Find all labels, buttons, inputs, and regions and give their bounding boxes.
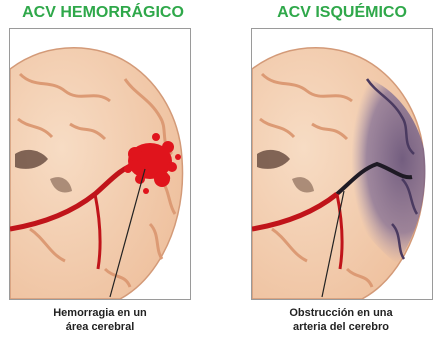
obstruction-caption-line2: arteria del cerebro <box>251 320 431 334</box>
ischemic-brain-panel <box>251 28 433 300</box>
ischemic-stroke-title: ACV ISQUÉMICO <box>246 4 438 22</box>
ischemic-brain-illustration <box>252 29 432 299</box>
hemorrhagic-brain-illustration <box>10 29 190 299</box>
hemorrhagic-stroke-title: ACV HEMORRÁGICO <box>0 4 206 22</box>
hemorrhage-caption-line2: área cerebral <box>10 320 190 334</box>
hemorrhage-caption: Hemorragia en un área cerebral <box>10 306 190 334</box>
obstruction-caption-line1: Obstrucción en una <box>251 306 431 320</box>
obstruction-caption: Obstrucción en una arteria del cerebro <box>251 306 431 334</box>
hemorrhagic-brain-panel <box>9 28 191 300</box>
hemorrhage-caption-line1: Hemorragia en un <box>10 306 190 320</box>
